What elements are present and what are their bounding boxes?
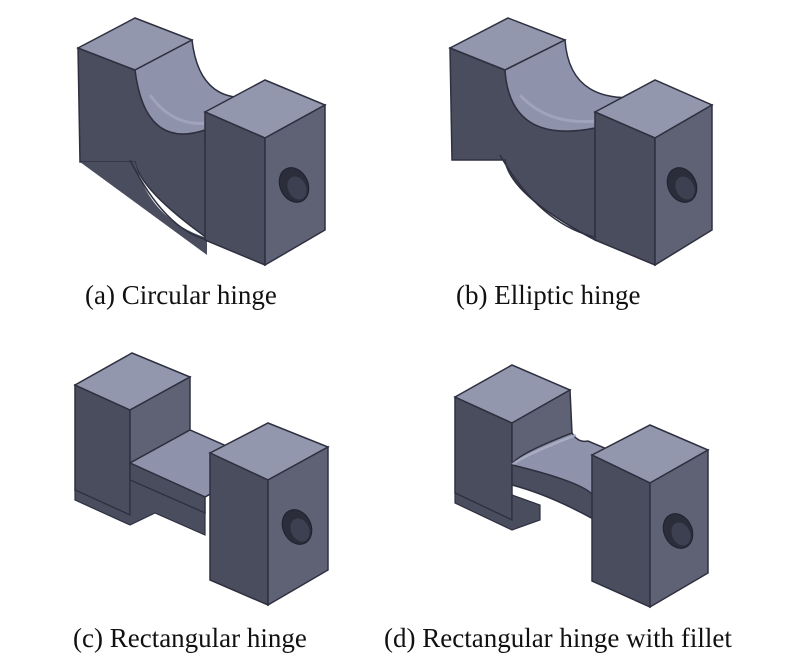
circular-hinge-right-front bbox=[204, 110, 266, 267]
circular-hinge-diagram bbox=[76, 17, 327, 267]
elliptic-hinge-right-front bbox=[594, 110, 656, 267]
rectangular-hinge-right-front bbox=[209, 451, 269, 607]
elliptic-hinge-diagram bbox=[448, 17, 714, 267]
rectangular-hinge-diagram bbox=[73, 352, 330, 607]
rectangular-hinge-fillet-diagram bbox=[453, 364, 710, 609]
caption-elliptic-hinge: (b) Elliptic hinge bbox=[456, 280, 641, 310]
caption-rectangular-hinge-fillet: (d) Rectangular hinge with fillet bbox=[384, 623, 732, 653]
circular-hinge-lower-arc bbox=[80, 162, 207, 255]
caption-circular-hinge: (a) Circular hinge bbox=[85, 280, 277, 310]
caption-rectangular-hinge: (c) Rectangular hinge bbox=[73, 623, 307, 653]
panel-rectangular-hinge-fillet: (d) Rectangular hinge with fillet bbox=[384, 335, 800, 667]
panel-elliptic-hinge: (b) Elliptic hinge bbox=[400, 0, 800, 330]
panel-rectangular-hinge: (c) Rectangular hinge bbox=[0, 335, 400, 667]
panel-circular-hinge: (a) Circular hinge bbox=[0, 0, 400, 330]
